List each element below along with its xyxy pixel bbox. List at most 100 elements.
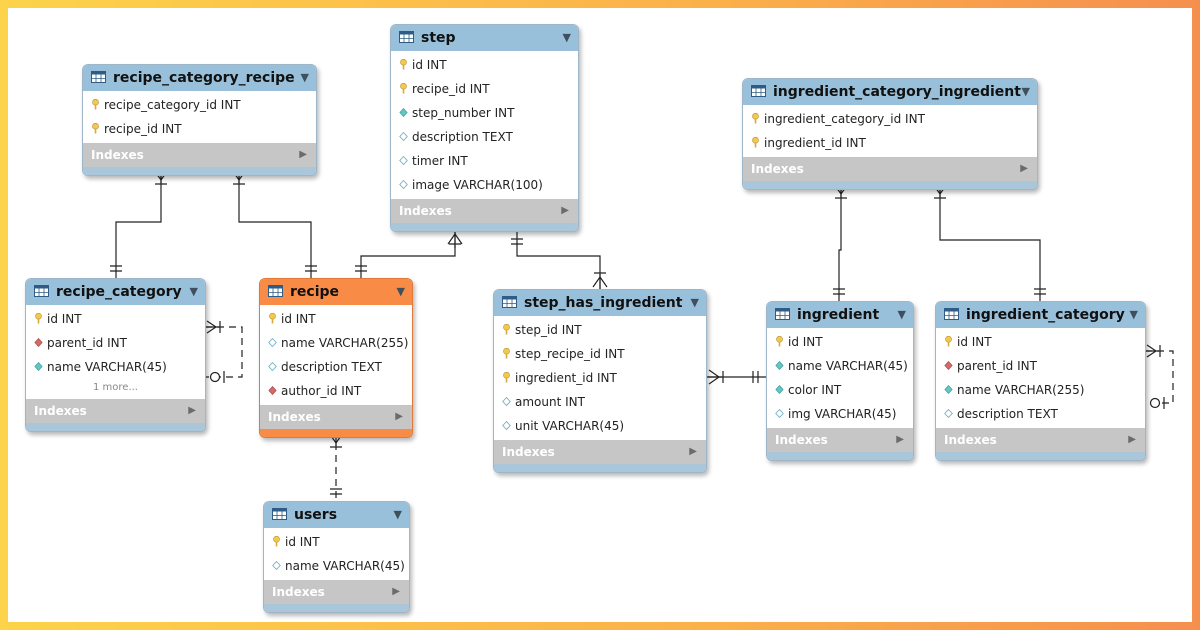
column-row[interactable]: ingredient_category_id INT	[743, 107, 1037, 131]
table-header[interactable]: step_has_ingredient▼	[494, 290, 706, 316]
indexes-label: Indexes	[91, 148, 144, 162]
collapse-triangle-icon[interactable]: ▼	[300, 71, 309, 84]
collapse-triangle-icon[interactable]: ▼	[1129, 308, 1138, 321]
expand-triangle-icon[interactable]: ▶	[395, 411, 403, 422]
expand-triangle-icon[interactable]: ▶	[392, 586, 400, 597]
column-row[interactable]: recipe_category_id INT	[83, 93, 316, 117]
column-row[interactable]: img VARCHAR(45)	[767, 402, 913, 426]
nullable-column-icon	[272, 555, 281, 571]
primary-key-icon	[268, 308, 277, 324]
column-row[interactable]: id INT	[260, 307, 412, 331]
indexes-section[interactable]: Indexes ▶	[83, 143, 316, 167]
indexes-section[interactable]: Indexes▶	[260, 405, 412, 429]
collapse-triangle-icon[interactable]: ▼	[396, 285, 405, 298]
indexes-label: Indexes	[502, 445, 555, 459]
column-row[interactable]: name VARCHAR(255)	[260, 331, 412, 355]
indexes-section[interactable]: Indexes ▶	[767, 428, 913, 452]
expand-triangle-icon[interactable]: ▶	[1020, 163, 1028, 174]
expand-triangle-icon[interactable]: ▶	[561, 205, 569, 216]
column-row[interactable]: id INT	[264, 530, 409, 554]
column-row[interactable]: recipe_id INT	[83, 117, 316, 141]
column-row[interactable]: ingredient_id INT	[743, 131, 1037, 155]
column-row[interactable]: description TEXT	[260, 355, 412, 379]
collapse-triangle-icon[interactable]: ▼	[562, 31, 571, 44]
more-columns-link[interactable]: 1 more...	[93, 382, 138, 393]
column-row[interactable]: parent_id INT	[936, 354, 1145, 378]
column-row[interactable]: name VARCHAR(45)	[264, 554, 409, 578]
column-label: id INT	[47, 312, 82, 326]
primary-key-icon	[91, 94, 100, 110]
expand-triangle-icon[interactable]: ▶	[896, 434, 904, 445]
column-row[interactable]: name VARCHAR(45)	[767, 354, 913, 378]
table-ingredient-category-ingredient[interactable]: ingredient_category_ingredient▼ingredien…	[742, 78, 1038, 190]
column-row[interactable]: name VARCHAR(45)	[26, 355, 205, 379]
foreign-key-icon	[944, 355, 953, 370]
indexes-section[interactable]: Indexes▶	[26, 399, 205, 423]
column-row[interactable]: color INT	[767, 378, 913, 402]
column-label: recipe_id INT	[412, 82, 490, 96]
column-row[interactable]: ingredient_id INT	[494, 366, 706, 390]
column-row[interactable]: description TEXT	[936, 402, 1145, 426]
collapse-triangle-icon[interactable]: ▼	[189, 285, 198, 298]
table-header[interactable]: recipe_category▼	[26, 279, 205, 305]
column-row[interactable]: id INT	[767, 330, 913, 354]
column-row[interactable]: image VARCHAR(100)	[391, 173, 578, 197]
column-row[interactable]: id INT	[391, 53, 578, 77]
expand-triangle-icon[interactable]: ▶	[299, 149, 307, 160]
column-row[interactable]: unit VARCHAR(45)	[494, 414, 706, 438]
column-row[interactable]: step_id INT	[494, 318, 706, 342]
not-null-column-icon	[775, 355, 784, 370]
column-row[interactable]: recipe_id INT	[391, 77, 578, 101]
column-row[interactable]: name VARCHAR(255)	[936, 378, 1145, 402]
table-header[interactable]: ingredient_category▼	[936, 302, 1145, 328]
column-label: name VARCHAR(255)	[957, 383, 1085, 397]
table-icon	[34, 280, 49, 297]
column-row[interactable]: description TEXT	[391, 125, 578, 149]
column-row[interactable]: amount INT	[494, 390, 706, 414]
table-header[interactable]: step▼	[391, 25, 578, 51]
column-label: recipe_id INT	[104, 122, 182, 136]
column-row[interactable]: step_number INT	[391, 101, 578, 125]
not-null-column-icon	[399, 102, 408, 117]
table-recipe-category-recipe[interactable]: recipe_category_recipe ▼ recipe_category_i…	[82, 64, 317, 176]
column-row[interactable]: author_id INT	[260, 379, 412, 403]
table-header[interactable]: users▼	[264, 502, 409, 528]
indexes-section[interactable]: Indexes ▶	[264, 580, 409, 604]
column-label: image VARCHAR(100)	[412, 178, 543, 192]
column-row[interactable]: id INT	[936, 330, 1145, 354]
indexes-label: Indexes	[775, 433, 828, 447]
table-name: recipe_category_recipe	[113, 70, 295, 86]
collapse-triangle-icon[interactable]: ▼	[393, 508, 402, 521]
expand-triangle-icon[interactable]: ▶	[689, 446, 697, 457]
indexes-section[interactable]: Indexes▶	[936, 428, 1145, 452]
table-header[interactable]: ingredient_category_ingredient▼	[743, 79, 1037, 105]
indexes-section[interactable]: Indexes▶	[391, 199, 578, 223]
collapse-triangle-icon[interactable]: ▼	[690, 296, 699, 309]
expand-triangle-icon[interactable]: ▶	[188, 405, 196, 416]
table-header[interactable]: ingredient▼	[767, 302, 913, 328]
column-row[interactable]: timer INT	[391, 149, 578, 173]
collapse-triangle-icon[interactable]: ▼	[897, 308, 906, 321]
table-header[interactable]: recipe▼	[260, 279, 412, 305]
column-row[interactable]: id INT	[26, 307, 205, 331]
column-row[interactable]: step_recipe_id INT	[494, 342, 706, 366]
column-label: amount INT	[515, 395, 585, 409]
indexes-label: Indexes	[751, 162, 804, 176]
indexes-section[interactable]: Indexes ▶	[494, 440, 706, 464]
indexes-label: Indexes	[272, 585, 325, 599]
table-footer-bar	[264, 604, 409, 612]
column-row[interactable]: parent_id INT	[26, 331, 205, 355]
table-header[interactable]: recipe_category_recipe ▼	[83, 65, 316, 91]
indexes-section[interactable]: Indexes ▶	[743, 157, 1037, 181]
expand-triangle-icon[interactable]: ▶	[1128, 434, 1136, 445]
collapse-triangle-icon[interactable]: ▼	[1021, 85, 1030, 98]
